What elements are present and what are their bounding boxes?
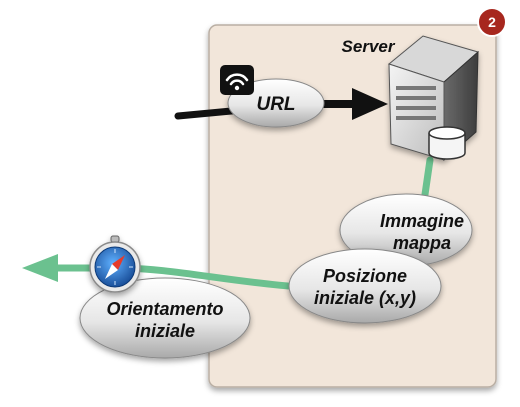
step-badge: 2 [477,7,507,37]
step-badge-number: 2 [488,14,496,30]
node-posizione-label-line2: iniziale (x,y) [314,288,416,308]
node-orientamento-label-line1: Orientamento [106,299,223,319]
node-orientamento-label-line2: iniziale [135,321,195,341]
node-immagine-label-line2: mappa [393,233,451,253]
server-label: Server [342,37,396,56]
node-posizione-iniziale [288,248,442,324]
wifi-icon [220,65,254,95]
node-posizione-label-line1: Posizione [323,266,407,286]
compass-icon [89,235,141,293]
node-orientamento-iniziale [79,277,251,359]
database-icon [428,126,466,160]
node-url-label: URL [256,94,295,115]
server-icon [387,35,480,162]
node-immagine-label-line1: Immagine [380,211,464,231]
